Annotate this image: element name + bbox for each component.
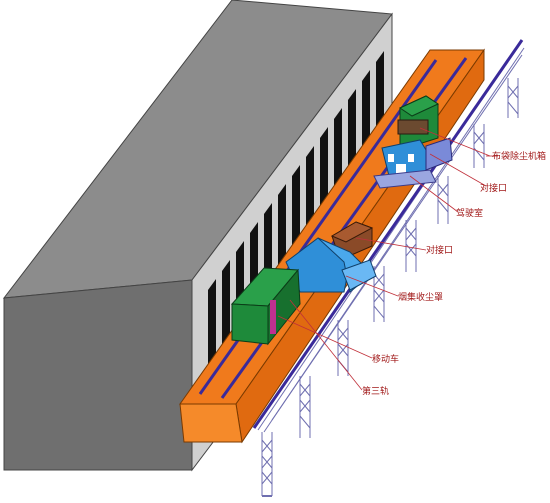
building-front-face [3, 279, 193, 471]
label-dust-hood: 烟集收尘罩 [398, 293, 444, 303]
trestle-supports [257, 41, 525, 497]
lower-blue-hood [285, 237, 377, 293]
label-collector-car: 移动车 [372, 355, 400, 365]
leader-lines [277, 127, 498, 391]
upper-bag-filter-box [397, 95, 440, 151]
label-dock-port-lower: 对接口 [426, 246, 454, 256]
platform-front-face [179, 403, 243, 443]
label-cab: 驾驶室 [456, 209, 484, 219]
lower-green-box [230, 267, 301, 346]
trestle-rail-line [252, 39, 524, 429]
label-bag-filter-box: 布袋除尘机箱 [492, 152, 547, 162]
label-dock-port-upper: 对接口 [480, 184, 508, 194]
label-third-rail: 第三轨 [362, 387, 390, 397]
